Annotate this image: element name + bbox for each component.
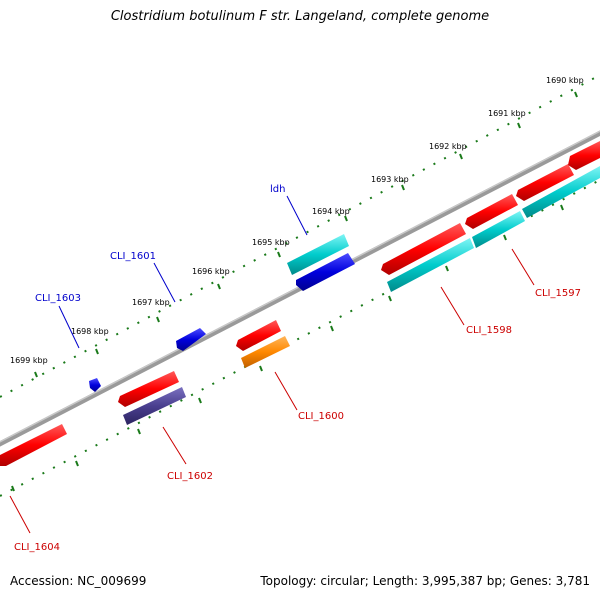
gene-cli-1603[interactable] bbox=[89, 378, 101, 392]
major-tick bbox=[217, 283, 221, 290]
tick-label: 1690 kbp bbox=[546, 76, 584, 85]
gene-cli-1598[interactable] bbox=[381, 223, 466, 275]
lower-major-ticks bbox=[11, 204, 564, 492]
callout-line-cli-1603 bbox=[58, 305, 80, 349]
upper-major-ticks bbox=[34, 91, 578, 378]
tick-label: 1699 kbp bbox=[10, 356, 48, 365]
major-tick bbox=[11, 485, 15, 492]
gene-cli-1597-b[interactable] bbox=[516, 164, 574, 201]
genome-summary-label: Topology: circular; Length: 3,995,387 bp… bbox=[260, 574, 590, 588]
gene-label-cli-1597[interactable]: CLI_1597 bbox=[535, 288, 581, 299]
gene-blue-adjacent-ldh[interactable] bbox=[296, 253, 355, 291]
major-tick bbox=[198, 397, 202, 404]
tick-label: 1694 kbp bbox=[312, 207, 350, 216]
major-tick bbox=[517, 122, 521, 129]
callout-line-cli-1598 bbox=[440, 286, 465, 326]
gene-cyan-reverse-1[interactable] bbox=[387, 238, 474, 292]
major-tick bbox=[574, 91, 578, 98]
tick-label: 1697 kbp bbox=[132, 298, 170, 307]
major-tick bbox=[459, 153, 463, 160]
major-tick bbox=[95, 348, 99, 355]
genome-backbone bbox=[0, 130, 600, 447]
major-tick bbox=[34, 371, 38, 378]
major-tick bbox=[330, 325, 334, 332]
gene-cli-1601[interactable] bbox=[176, 328, 206, 351]
gene-cli-1604[interactable] bbox=[0, 424, 67, 466]
gene-ldh[interactable] bbox=[287, 234, 349, 275]
major-tick bbox=[156, 316, 160, 323]
gene-cyan-reverse-3[interactable] bbox=[522, 166, 600, 218]
callout-lines bbox=[9, 195, 535, 534]
gene-label-cli-1602[interactable]: CLI_1602 bbox=[167, 471, 213, 482]
major-tick bbox=[344, 215, 348, 222]
major-tick bbox=[75, 460, 79, 467]
major-tick bbox=[137, 428, 141, 435]
major-tick bbox=[560, 204, 564, 211]
gene-label-cli-1603[interactable]: CLI_1603 bbox=[35, 293, 81, 304]
tick-label: 1695 kbp bbox=[252, 238, 290, 247]
gene-cyan-reverse-2[interactable] bbox=[472, 211, 525, 248]
gene-label-group: ldh CLI_1601 CLI_1603 CLI_1597 CLI_1598 … bbox=[14, 184, 581, 553]
callout-line-cli-1604 bbox=[9, 495, 31, 534]
gene-label-cli-1600[interactable]: CLI_1600 bbox=[298, 411, 344, 422]
gene-cli-1600[interactable] bbox=[236, 320, 281, 351]
major-tick bbox=[445, 265, 449, 272]
major-tick bbox=[503, 234, 507, 241]
reverse-strand-genes bbox=[123, 166, 600, 425]
major-tick bbox=[401, 184, 405, 191]
gene-cli-1597-a[interactable] bbox=[465, 194, 518, 229]
callout-line-cli-1601 bbox=[153, 262, 176, 303]
callout-line-cli-1600 bbox=[274, 371, 298, 411]
callout-line-ldh bbox=[286, 195, 308, 236]
gene-label-ldh[interactable]: ldh bbox=[270, 184, 285, 195]
upper-tick-ruler bbox=[0, 74, 600, 398]
tick-label-group: 1690 kbp 1691 kbp 1692 kbp 1693 kbp 1694… bbox=[10, 76, 584, 365]
accession-label: Accession: NC_009699 bbox=[10, 574, 147, 588]
major-tick bbox=[388, 295, 392, 302]
major-tick bbox=[259, 365, 263, 372]
forward-strand-genes bbox=[0, 141, 600, 466]
callout-line-cli-1602 bbox=[162, 426, 187, 465]
callout-line-cli-1597 bbox=[511, 248, 535, 286]
major-tick bbox=[277, 251, 281, 258]
gene-orange-reverse[interactable] bbox=[241, 336, 290, 368]
gene-label-cli-1604[interactable]: CLI_1604 bbox=[14, 542, 60, 553]
gene-slate-reverse[interactable] bbox=[123, 387, 186, 425]
tick-label: 1691 kbp bbox=[488, 109, 526, 118]
gene-edge-red[interactable] bbox=[568, 141, 600, 170]
gene-label-cli-1601[interactable]: CLI_1601 bbox=[110, 251, 156, 262]
tick-label: 1693 kbp bbox=[371, 175, 409, 184]
gene-label-cli-1598[interactable]: CLI_1598 bbox=[466, 325, 512, 336]
gene-cli-1602[interactable] bbox=[118, 371, 179, 407]
tick-label: 1692 kbp bbox=[429, 142, 467, 151]
tick-label: 1698 kbp bbox=[71, 327, 109, 336]
map-title: Clostridium botulinum F str. Langeland, … bbox=[110, 9, 490, 24]
tick-label: 1696 kbp bbox=[192, 267, 230, 276]
